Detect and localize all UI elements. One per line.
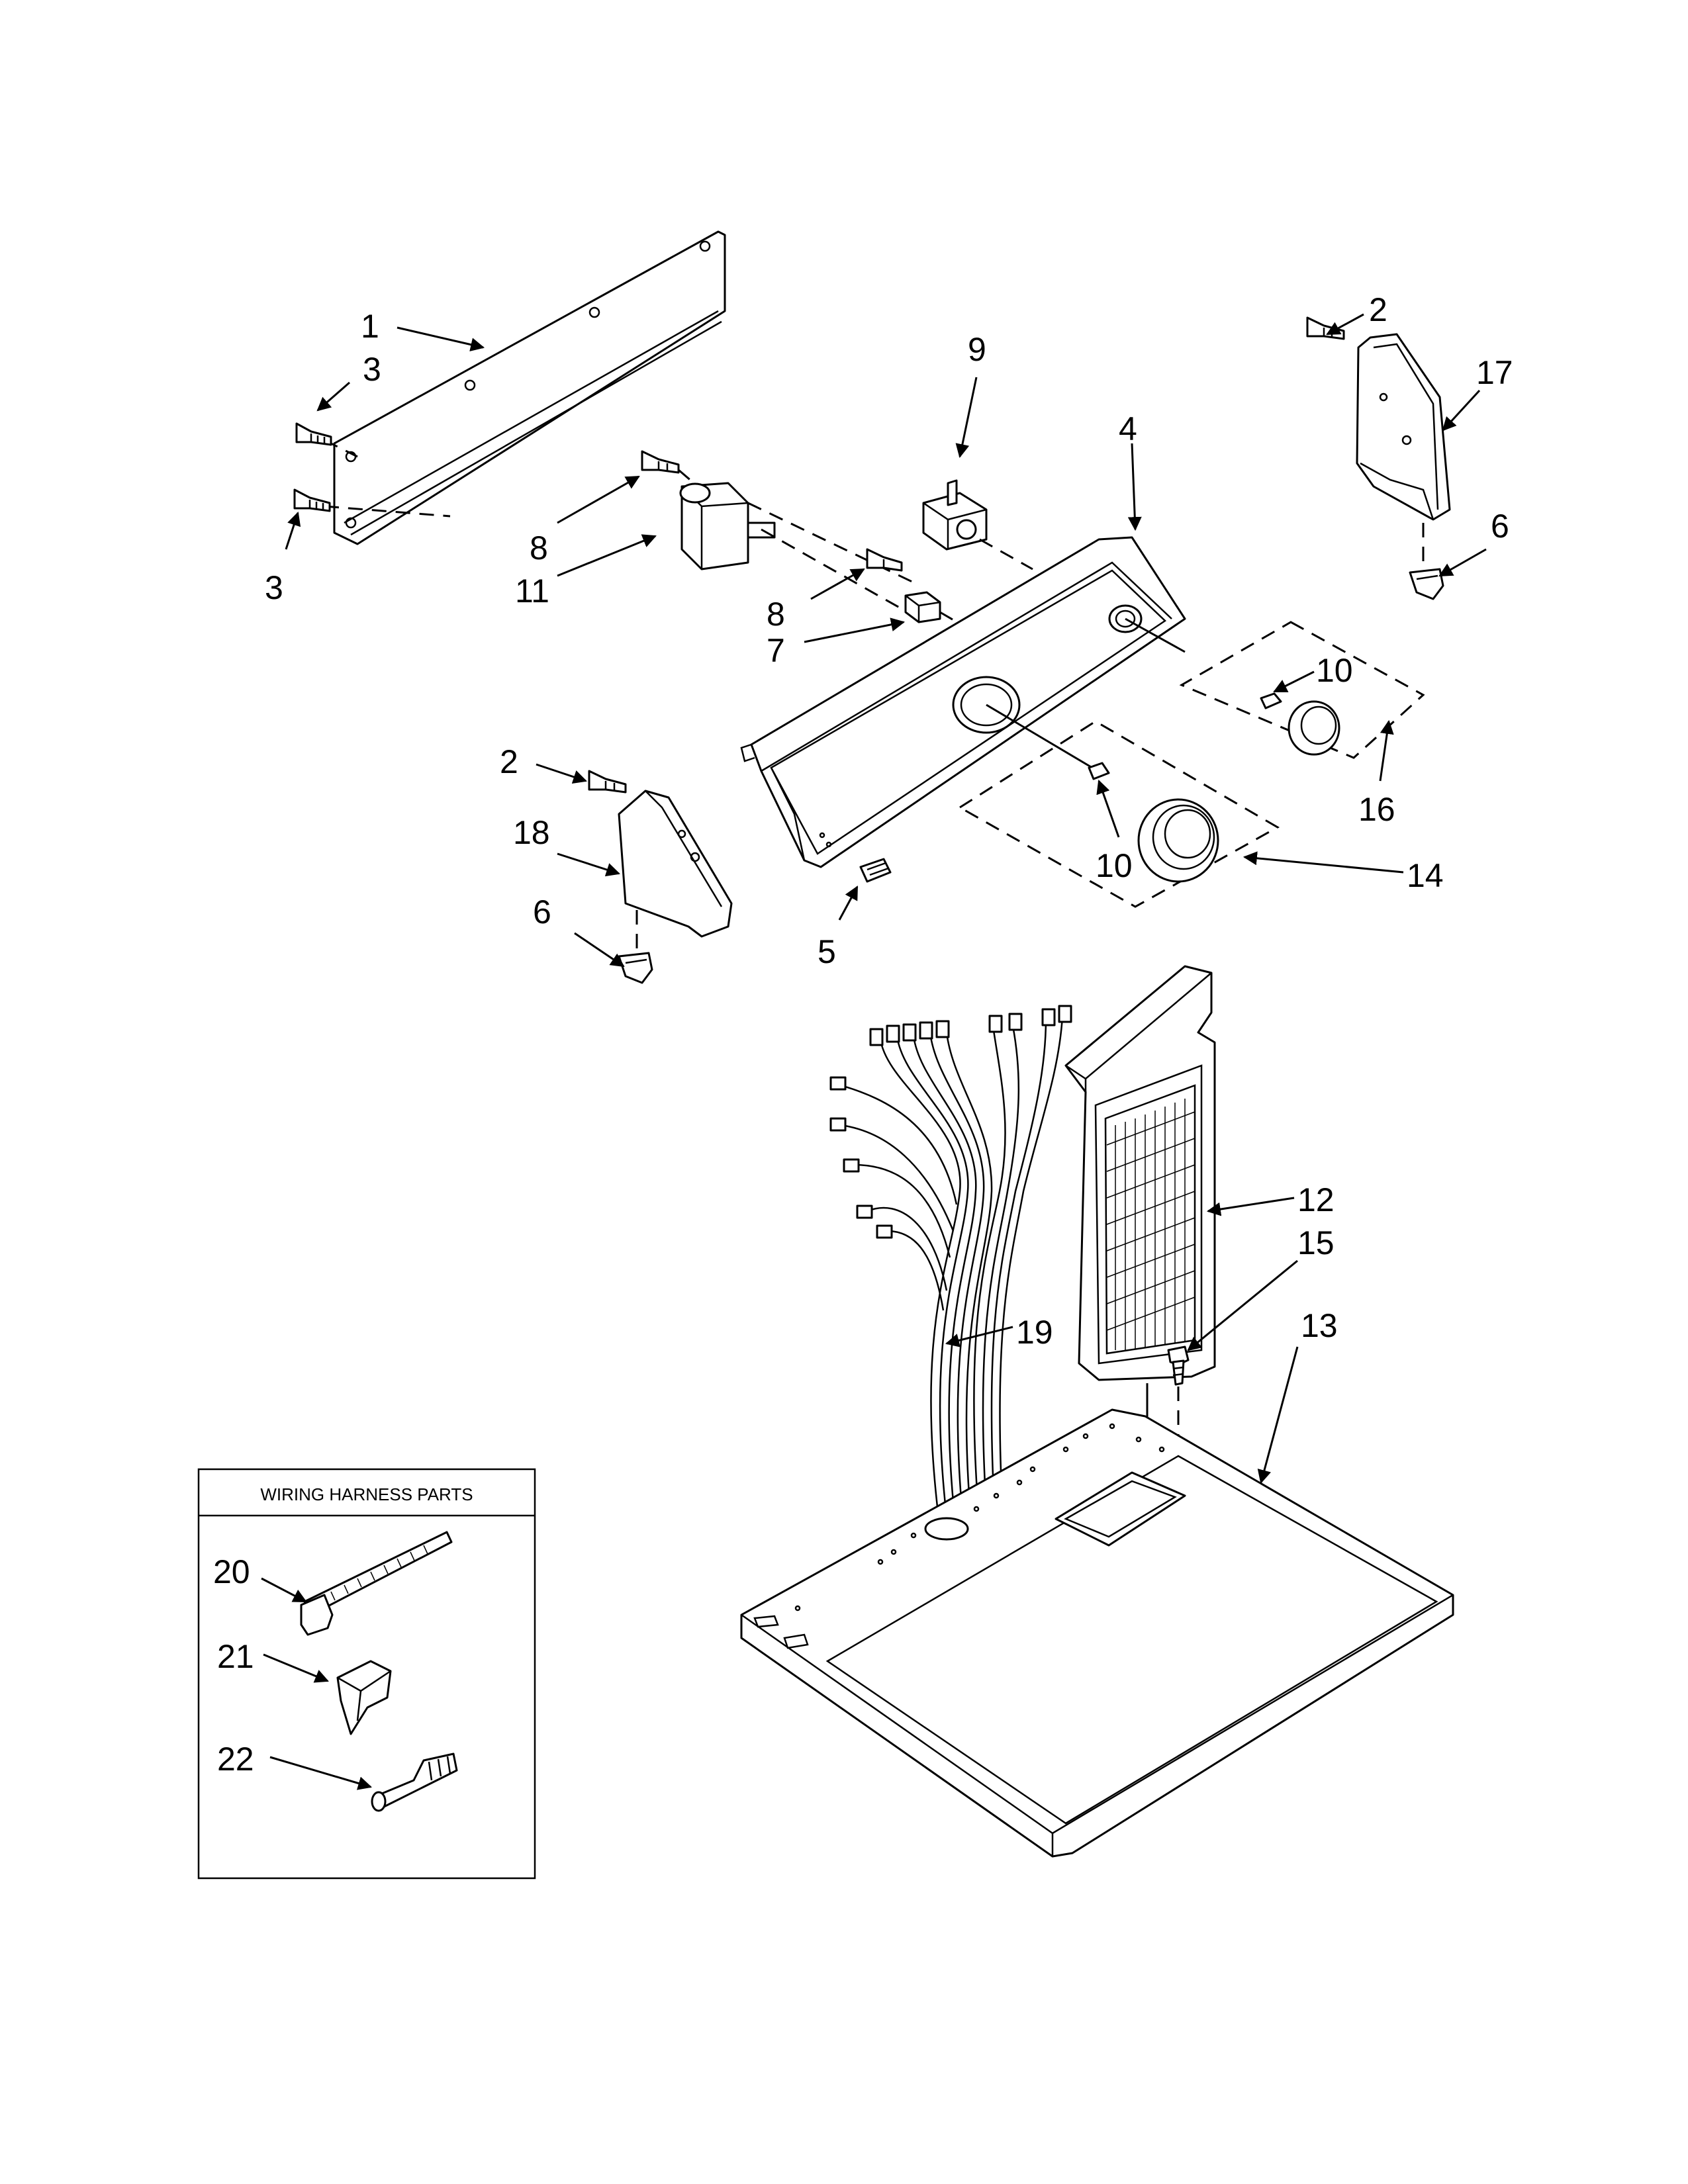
callout-10-upper: 10: [1316, 652, 1353, 689]
clip-part-6-right: [1409, 568, 1444, 600]
switch-part-11: [679, 482, 914, 617]
knob-assembly-part-14: [958, 720, 1280, 908]
end-cap-part-17: [1356, 333, 1451, 569]
top-cover-part-13: [740, 1408, 1454, 1858]
callout-10-lower: 10: [1096, 847, 1133, 884]
callout-14: 14: [1407, 857, 1444, 894]
callout-16: 16: [1358, 791, 1395, 828]
callout-8-upper: 8: [530, 529, 548, 567]
callout-labels: 1 3 3 8 11 9 4 8 7 2 17 6 10 16 2 18 6 1…: [213, 291, 1513, 1778]
callout-13: 13: [1301, 1307, 1338, 1344]
clip-part-21: [336, 1660, 392, 1735]
callout-22: 22: [217, 1741, 254, 1778]
callout-6-left: 6: [533, 893, 551, 931]
screw-part-2-left: [588, 770, 627, 794]
callout-19: 19: [1016, 1314, 1053, 1351]
callout-1: 1: [361, 308, 379, 345]
callout-11: 11: [515, 572, 549, 610]
end-cap-part-18: [618, 790, 733, 950]
callout-12: 12: [1297, 1181, 1335, 1218]
callout-2-left: 2: [500, 743, 518, 780]
callout-3-lower: 3: [265, 569, 283, 606]
callout-3-upper: 3: [363, 351, 381, 388]
screw-part-8-upper: [641, 450, 702, 491]
screw-part-3-upper: [295, 422, 332, 446]
callout-8-lower: 8: [767, 596, 785, 633]
wiring-harness-part-19: [829, 1005, 1072, 1529]
lint-filter-part-12: [1064, 965, 1216, 1482]
callout-4: 4: [1119, 410, 1137, 447]
inset-title: WIRING HARNESS PARTS: [260, 1484, 473, 1504]
control-console-part-4: [740, 536, 1186, 868]
callout-9: 9: [968, 331, 986, 368]
callout-21: 21: [217, 1638, 254, 1675]
callout-15: 15: [1297, 1224, 1335, 1261]
callout-2-right: 2: [1369, 291, 1387, 328]
clip-part-6-left: [618, 952, 653, 984]
component-part-9: [922, 479, 1033, 570]
wiring-harness-parts-inset: [197, 1468, 536, 1880]
clip-part-5: [859, 858, 892, 883]
cable-tie-part-20: [300, 1531, 453, 1636]
callout-7: 7: [767, 632, 785, 669]
knob-assembly-part-16: [1179, 621, 1425, 759]
leader-lines: [261, 313, 1487, 1790]
callout-20: 20: [213, 1553, 250, 1590]
rear-panel-part-1: [324, 230, 726, 545]
callout-18: 18: [513, 814, 550, 851]
terminal-part-22: [371, 1752, 458, 1812]
callout-17: 17: [1476, 354, 1513, 391]
screw-part-8-lower: [866, 548, 903, 572]
screw-part-3-lower: [293, 488, 331, 512]
callout-5: 5: [818, 933, 836, 970]
callout-6-right: 6: [1491, 508, 1509, 545]
